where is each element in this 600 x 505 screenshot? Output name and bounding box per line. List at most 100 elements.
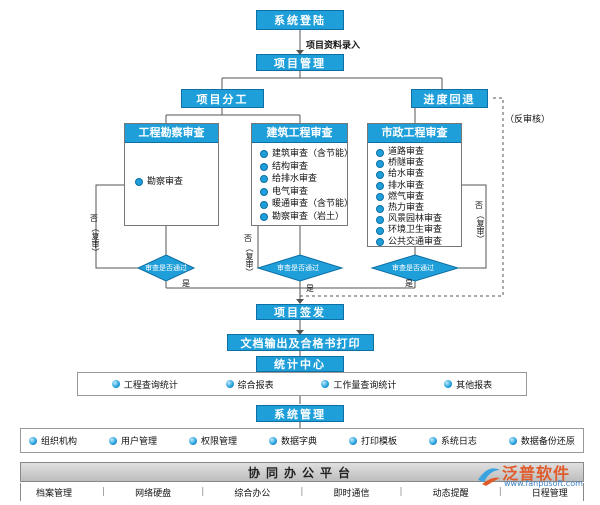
progress-return-label: 进度回退 (423, 92, 476, 106)
bullet-icon (376, 159, 384, 168)
no-note-1: （复审） (91, 224, 100, 256)
list-item: 热力审查 (376, 203, 442, 214)
building-panel: 建筑工程审查 建筑审查（含节能） 结构审查 给排水审查 电气审查 暖通审查（含节… (251, 123, 353, 226)
list-item: 给排水审查 (260, 173, 353, 186)
bullet-icon (376, 215, 384, 224)
watermark: 泛普软件 www.fanpusoft.com (474, 458, 594, 492)
platform-item: 日程管理 (531, 488, 568, 499)
division-box: 项目分工 (181, 89, 264, 108)
decision-label-3: 审查是否通过 (392, 264, 434, 272)
no-note-3: （复审） (476, 211, 485, 243)
bullet-icon (260, 213, 268, 222)
list-item: 电气审查 (260, 186, 353, 199)
bullet-icon (260, 200, 268, 209)
list-item: 风景园林审查 (376, 214, 442, 225)
stats-item: 综合报表 (225, 378, 274, 391)
yes-label-1: 是 (182, 279, 190, 288)
building-panel-title: 建筑工程审查 (252, 124, 347, 143)
decision-diamond-2 (256, 254, 344, 282)
bullet-icon (260, 188, 268, 197)
list-item: 公共交通审查 (376, 237, 442, 248)
list-item: 桥隧审查 (376, 158, 442, 169)
bullet-icon (376, 182, 384, 191)
sign-label: 项目签发 (274, 306, 326, 319)
bullet-icon (135, 178, 143, 187)
progress-return-box: 进度回退 (411, 89, 488, 108)
brand-url: www.fanpusoft.com (504, 479, 583, 488)
bullet-icon (444, 380, 453, 388)
bullet-icon (376, 204, 384, 213)
survey-panel-title: 工程勘察审查 (125, 124, 218, 143)
platform-items-row: 档案管理 | 网络硬盘 | 综合办公 | 即时通信 | 动态提醒 | 日程管理 (20, 483, 584, 501)
stats-center-label: 统计中心 (274, 358, 326, 371)
platform-item: 即时通信 (333, 488, 370, 499)
decision-label-2: 审查是否通过 (277, 264, 319, 272)
list-item: 勘察审查 (135, 176, 183, 188)
no-label-3: 否 (475, 201, 483, 210)
sys-mgmt-box: 系统管理 (256, 405, 344, 422)
bullet-icon (260, 175, 268, 184)
municipal-panel: 市政工程审查 道路审查 桥隧审查 给水审查 排水审查 燃气审查 热力审查 风景园… (367, 123, 462, 247)
reverse-review-label: （反审核） (505, 115, 551, 125)
project-mgmt-label: 项目管理 (274, 56, 326, 70)
stats-center-box: 统计中心 (256, 356, 344, 372)
sys-item: 数据备份还原 (508, 434, 575, 447)
decision-label-1: 审查是否通过 (145, 264, 187, 272)
list-item: 建筑审查（含节能） (260, 148, 353, 161)
list-item: 环境卫生审查 (376, 225, 442, 236)
stats-row: 工程查询统计 综合报表 工作量查询统计 其他报表 (77, 372, 527, 396)
list-item: 暖通审查（含节能） (260, 198, 353, 211)
bullet-icon (376, 148, 384, 157)
login-box: 系统登陆 (256, 10, 344, 30)
input-label: 项目资料录入 (306, 41, 361, 51)
list-item: 排水审查 (376, 181, 442, 192)
login-label: 系统登陆 (274, 14, 326, 27)
bullet-icon (348, 436, 357, 445)
list-item: 给水审查 (376, 169, 442, 180)
sys-item: 打印模板 (348, 434, 397, 447)
platform-label: 协同办公平台 (247, 465, 356, 480)
bullet-icon (268, 436, 277, 445)
list-item: 结构审查 (260, 161, 353, 174)
bullet-icon (111, 380, 120, 388)
print-label: 文档输出及合格书打印 (240, 336, 361, 350)
bullet-icon (321, 380, 330, 388)
stats-item: 其他报表 (444, 378, 492, 391)
brand-name: 泛普软件 (502, 464, 571, 483)
stats-item: 工作量查询统计 (321, 378, 396, 391)
stats-item: 工程查询统计 (111, 378, 178, 391)
sys-item: 系统日志 (428, 434, 477, 447)
sys-item: 组织机构 (29, 434, 77, 447)
bullet-icon (376, 171, 384, 179)
list-item: 燃气审查 (376, 192, 442, 203)
sys-row: 组织机构 用户管理 权限管理 数据字典 打印模板 系统日志 数据备份还原 (20, 428, 584, 453)
platform-bar: 协同办公平台 (20, 462, 584, 482)
bullet-icon (29, 436, 37, 445)
decision-diamond-3 (370, 254, 460, 282)
division-label: 项目分工 (196, 92, 249, 106)
yes-label-2: 是 (306, 284, 314, 293)
sys-item: 数据字典 (268, 434, 317, 447)
platform-item: 综合办公 (234, 488, 271, 499)
sys-mgmt-label: 系统管理 (274, 407, 326, 421)
bullet-icon (188, 436, 197, 445)
bullet-icon (260, 162, 268, 171)
bullet-icon (376, 238, 384, 247)
bullet-icon (260, 150, 268, 159)
decision-diamond-1 (136, 254, 196, 282)
bullet-icon (376, 193, 384, 202)
no-note-2: （复审） (245, 244, 254, 276)
municipal-panel-title: 市政工程审查 (368, 124, 461, 143)
bullet-icon (508, 436, 517, 445)
bullet-icon (376, 227, 384, 236)
print-box: 文档输出及合格书打印 (227, 334, 374, 351)
brand-logo-icon (478, 468, 500, 486)
project-mgmt-box: 项目管理 (256, 54, 344, 71)
sys-item: 用户管理 (108, 434, 157, 447)
no-label-1: 否 (90, 214, 98, 223)
no-label-2: 否 (244, 234, 252, 243)
list-item: 勘察审查（岩土） (260, 211, 353, 224)
bullet-icon (225, 380, 234, 388)
sign-box: 项目签发 (256, 304, 344, 320)
